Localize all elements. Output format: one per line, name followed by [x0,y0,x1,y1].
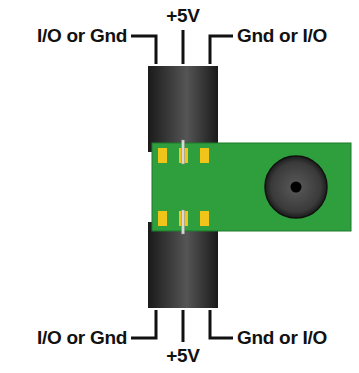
pin-label: Gnd or I/O [237,25,327,47]
leader-line [210,36,233,64]
header-pins [182,140,185,234]
buzzer [265,156,327,218]
header-connector [148,66,218,152]
leader-line [131,36,156,64]
leader-line [182,310,185,342]
pin-label: I/O or Gnd [37,327,127,349]
pin-label: Gnd or I/O [237,327,327,349]
header-connector [148,222,218,308]
pin-label: I/O or Gnd [37,25,127,47]
leader-line [210,310,233,338]
power-pin-label: +5V [166,345,199,367]
power-pin-label: +5V [166,5,199,27]
leader-line [131,310,156,338]
leader-line [182,30,185,64]
buzzer-hole [291,182,302,193]
